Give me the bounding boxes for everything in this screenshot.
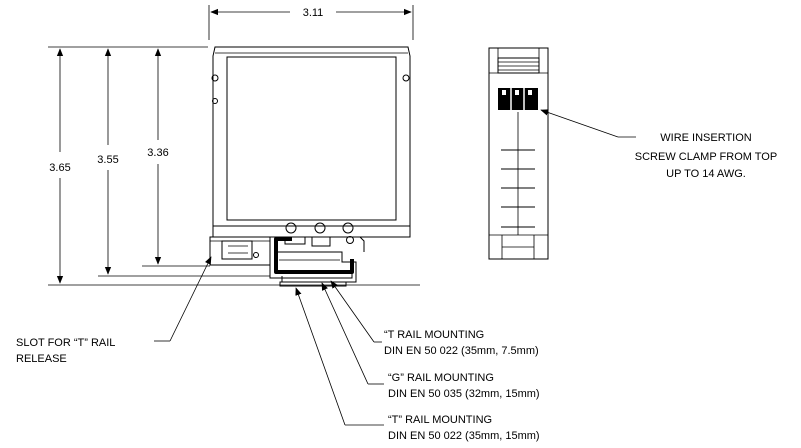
screw-clamp-block [498,88,538,110]
wire-note-line-2: SCREW CLAMP FROM TOP [635,151,777,163]
slot-note-line-2: RELEASE [16,353,67,365]
height-mid-label: 3.55 [97,154,118,166]
g-rail-line-1: “G” RAIL MOUNTING [388,372,494,384]
slot-note-line-1: SLOT FOR “T” RAIL [16,337,115,349]
wire-insertion-note: WIRE INSERTION SCREW CLAMP FROM TOP UP T… [540,109,777,180]
width-dimension-label: 3.11 [303,7,324,19]
t-rail-7-5-note: “T RAIL MOUNTING DIN EN 50 022 (35mm, 7.… [330,280,539,357]
slot-release-note: SLOT FOR “T” RAIL RELEASE [16,256,212,365]
width-dimension: 3.11 [208,5,414,40]
wire-note-line-1: WIRE INSERTION [660,132,752,144]
t-rail-15-line-1: “T” RAIL MOUNTING [388,414,492,426]
module-side-view [488,47,549,260]
g-rail-line-2: DIN EN 50 035 (32mm, 15mm) [388,388,540,400]
wire-note-line-3: UP TO 14 AWG. [666,168,746,180]
t-rail-7-5-line-1: “T RAIL MOUNTING [384,329,484,341]
t-rail-7-5-line-2: DIN EN 50 022 (35mm, 7.5mm) [384,345,539,357]
height-dimensions: 3.65 3.55 3.36 [48,46,420,286]
height-inner-label: 3.36 [147,147,168,159]
t-rail-7-5-profile [274,237,354,274]
module-front-view [209,46,411,287]
t-rail-15-note: “T” RAIL MOUNTING DIN EN 50 022 (35mm, 1… [295,287,540,442]
t-rail-15-line-2: DIN EN 50 022 (35mm, 15mm) [388,430,540,442]
t-rail-15-profile [279,281,347,287]
height-overall-label: 3.65 [49,162,70,174]
g-rail-note: “G” RAIL MOUNTING DIN EN 50 035 (32mm, 1… [321,282,540,400]
